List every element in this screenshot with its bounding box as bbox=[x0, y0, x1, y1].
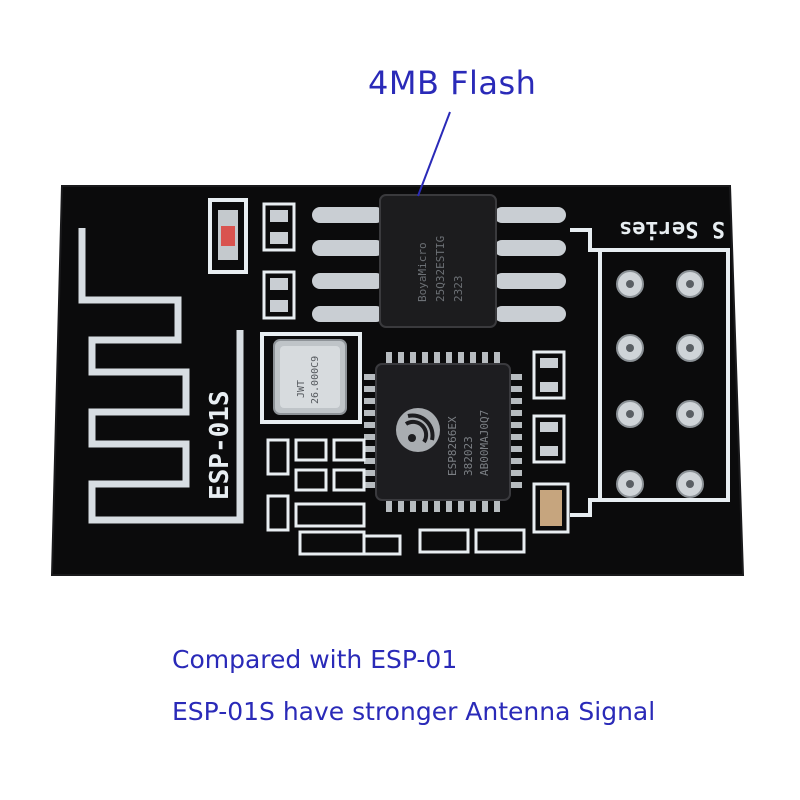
flash-chip-pads bbox=[312, 207, 566, 322]
model-label: ESP-01S bbox=[205, 390, 235, 500]
caption-line-2: ESP-01S have stronger Antenna Signal bbox=[172, 697, 656, 726]
led-component bbox=[208, 198, 248, 274]
flash-chip-text-3: 2323 bbox=[452, 276, 465, 303]
antenna-trace bbox=[78, 228, 244, 524]
flash-chip: BoyaMicro 25Q32ESTIG 2323 bbox=[379, 194, 497, 328]
header-outline bbox=[570, 228, 730, 517]
soc-pads bbox=[364, 352, 522, 512]
crystal-text-2: 26.000C9 bbox=[310, 356, 321, 404]
soc-text-3: AB00MAJ0Q7 bbox=[478, 410, 491, 476]
header-pins bbox=[616, 270, 704, 498]
smd-components-bottom bbox=[266, 438, 526, 556]
esp8266-chip: ESP8266EX 382023 AB00MAJ0Q7 bbox=[375, 363, 511, 501]
callout-line bbox=[417, 111, 451, 197]
smd-components-left bbox=[262, 202, 296, 320]
smd-components-right bbox=[532, 350, 570, 534]
flash-callout-label: 4MB Flash bbox=[368, 64, 537, 102]
crystal-text-1: JWT bbox=[296, 380, 307, 398]
crystal-oscillator: JWT 26.000C9 bbox=[260, 332, 362, 424]
series-label: S Series bbox=[619, 216, 725, 241]
soc-text-2: 382023 bbox=[462, 436, 475, 476]
soc-text-1: ESP8266EX bbox=[446, 416, 459, 476]
flash-chip-text-1: BoyaMicro bbox=[416, 242, 429, 302]
espressif-logo-icon bbox=[396, 408, 440, 452]
flash-chip-text-2: 25Q32ESTIG bbox=[434, 236, 447, 302]
caption-line-1: Compared with ESP-01 bbox=[172, 645, 458, 674]
